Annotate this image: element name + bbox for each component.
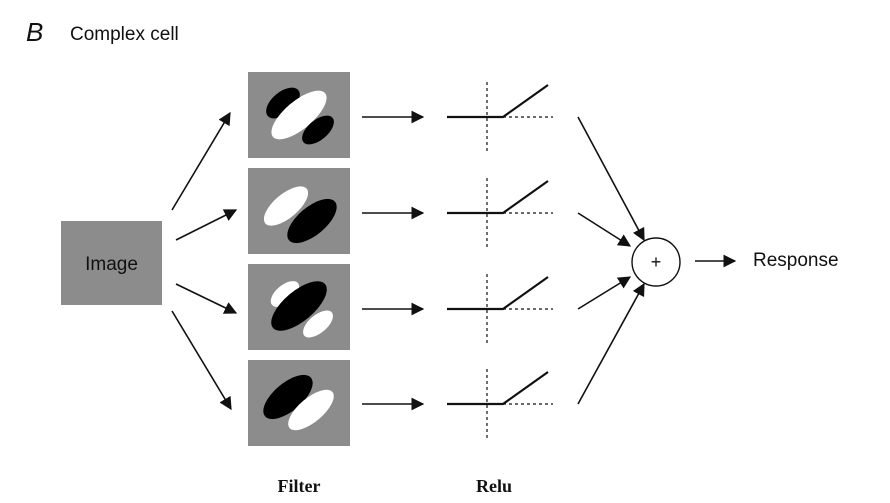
relu-4-curve	[447, 371, 549, 406]
arrow-image-to-filter-3	[175, 283, 238, 314]
filter-2-dark-lobe	[287, 198, 337, 244]
image-to-filter-arrows	[171, 111, 238, 411]
arrow-relu-4-to-sum	[577, 282, 645, 405]
arrow-relu-3-to-sum	[577, 276, 632, 310]
filter-to-relu-arrows	[362, 110, 425, 411]
relu-3	[447, 274, 553, 344]
relu-1-curve	[447, 84, 549, 119]
arrow-relu-1-to-sum	[577, 116, 645, 242]
filter-column-label: Filter	[278, 476, 321, 496]
panel-title: Complex cell	[70, 24, 179, 45]
filter-3-dark-lobe	[271, 281, 327, 331]
arrow-image-to-filter-1	[171, 111, 231, 211]
filter-4-light-lobe	[288, 389, 334, 431]
filter-3-light-lobe-top	[270, 281, 300, 307]
filter-4-dark-lobe	[263, 374, 313, 420]
relu-2-curve	[447, 180, 549, 215]
filter-3	[248, 264, 350, 350]
response-label: Response	[753, 250, 839, 271]
filter-1-light-lobe	[271, 90, 327, 140]
image-node: Image	[61, 221, 162, 305]
relu-2	[447, 178, 553, 248]
relu-column-label: Relu	[476, 476, 512, 496]
arrow-image-to-filter-4	[171, 310, 232, 411]
arrow-relu-2-to-sum	[577, 212, 632, 247]
relu-1	[447, 82, 553, 152]
arrow-image-to-filter-2	[175, 209, 238, 241]
image-label: Image	[85, 254, 138, 275]
filter-1-dark-lobe-bottom	[302, 115, 334, 145]
filter-2-light-lobe	[263, 186, 309, 226]
filter-1	[248, 72, 350, 158]
relu-4	[447, 369, 553, 439]
sum-node: +	[631, 237, 681, 287]
filter-2	[248, 168, 350, 254]
plus-icon: +	[651, 252, 662, 272]
relu-to-sum-arrows	[577, 116, 645, 405]
filter-1-dark-lobe-top	[266, 87, 300, 119]
filter-4	[248, 360, 350, 446]
relu-3-curve	[447, 276, 549, 311]
filter-3-light-lobe-bottom	[303, 310, 333, 338]
image-box	[61, 221, 162, 305]
panel-letter: B	[26, 17, 43, 47]
sum-circle	[631, 237, 681, 287]
